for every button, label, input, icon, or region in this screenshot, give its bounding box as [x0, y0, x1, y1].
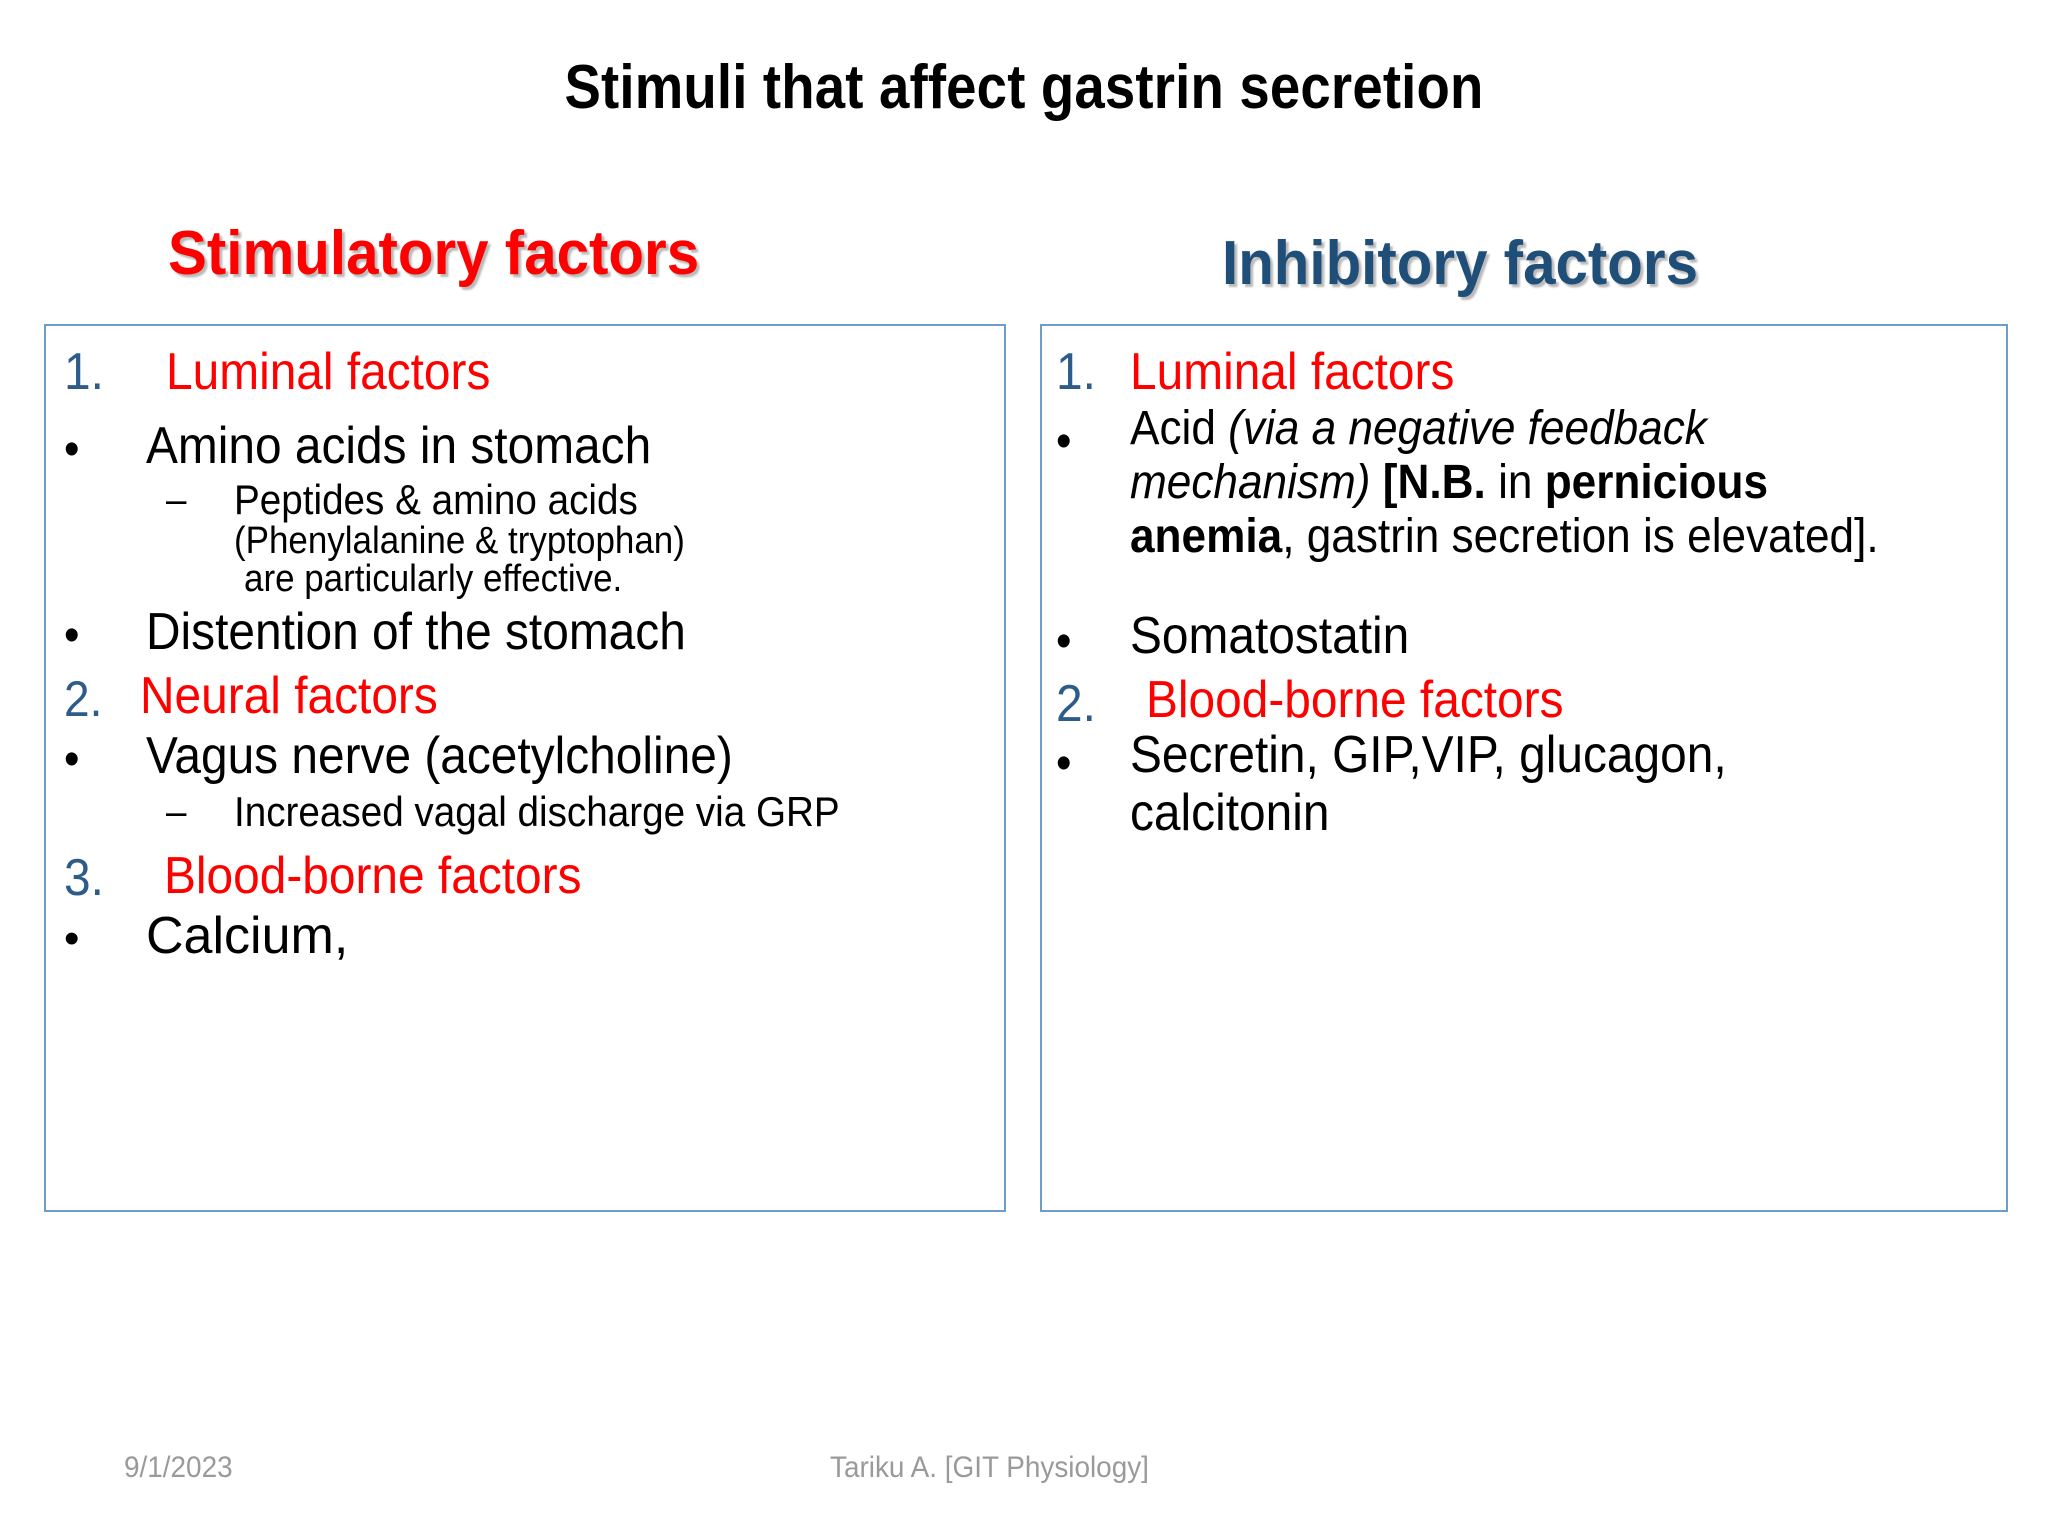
list-item-label: (Phenylalanine & tryptophan): [234, 520, 685, 562]
stimulatory-factors-box: 1. Luminal factors • Amino acids in stom…: [44, 324, 1006, 1212]
list-marker-bullet: •: [64, 423, 80, 476]
list-item-label: Calcium,: [146, 907, 349, 965]
list-marker-number: 2.: [1056, 675, 1096, 733]
list-item-label: Amino acids in stomach: [146, 417, 652, 475]
rich-text-run: [N.B.: [1382, 455, 1486, 509]
rich-text-run: pernicious anemia: [1130, 455, 1769, 563]
inhibitory-column-heading: Inhibitory factors: [1222, 229, 1699, 298]
rich-text-run: in: [1485, 455, 1545, 509]
rich-text-run: (via a negative feedback mechanism): [1130, 402, 1707, 509]
list-marker-number: 3.: [64, 849, 104, 907]
footer-date: 9/1/2023: [124, 1451, 233, 1484]
list-marker-bullet: •: [64, 609, 80, 662]
list-marker-bullet: •: [1056, 615, 1072, 668]
list-item-label: Luminal factors: [1130, 343, 1455, 401]
list-item-label: Vagus nerve (acetylcholine): [146, 727, 733, 785]
inhibitory-factors-box: 1. Luminal factors • Acid (via a negativ…: [1040, 324, 2008, 1212]
list-marker-dash: –: [166, 790, 187, 834]
list-item-label: Peptides & amino acids: [234, 476, 638, 523]
list-marker-number: 2.: [64, 671, 103, 727]
rich-text-run: Acid: [1130, 402, 1229, 455]
list-marker-bullet: •: [1056, 737, 1072, 790]
list-marker-bullet: •: [64, 733, 80, 786]
footer-attribution: Tariku A. [GIT Physiology]: [830, 1451, 1149, 1484]
rich-text-run: [1370, 456, 1382, 509]
list-marker-number: 1.: [64, 343, 104, 401]
list-item-label: Neural factors: [140, 667, 438, 725]
list-marker-bullet: •: [64, 914, 80, 963]
list-item-label: Luminal factors: [166, 343, 491, 401]
list-item-label: Distention of the stomach: [146, 603, 686, 661]
rich-text-run: , gastrin secretion is elevated].: [1282, 509, 1879, 563]
acid-item-label: Acid (via a negative feedback mechanism)…: [1130, 402, 1940, 563]
list-marker-number: 1.: [1056, 343, 1096, 401]
list-item-label: Somatostatin: [1130, 607, 1410, 665]
page-title: Stimuli that affect gastrin secretion: [564, 53, 1484, 122]
list-marker-dash: –: [166, 478, 187, 522]
list-item-label: are particularly effective.: [244, 558, 623, 600]
stimulatory-column-heading: Stimulatory factors: [168, 219, 700, 288]
list-marker-bullet: •: [1056, 415, 1072, 468]
list-item-label: Blood-borne factors: [1146, 671, 1564, 729]
list-item-label: Blood-borne factors: [164, 847, 582, 905]
list-item-label: Increased vagal discharge via GRP: [234, 788, 840, 835]
list-item-label: Secretin, GIP,VIP, glucagon, calcitonin: [1130, 726, 1727, 843]
